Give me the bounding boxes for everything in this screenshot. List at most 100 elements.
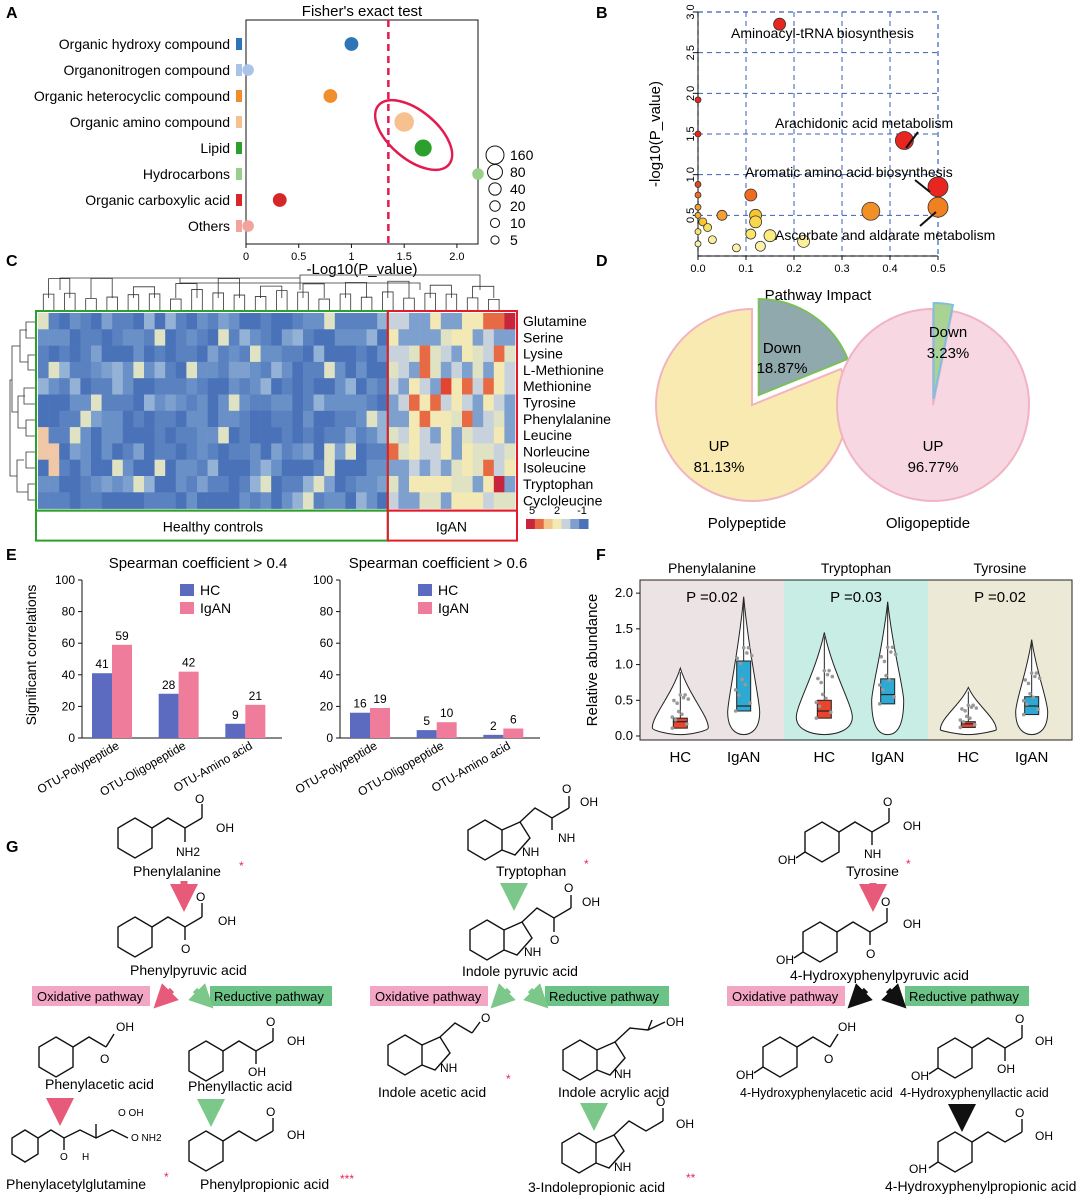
heatmap-cell — [112, 361, 124, 379]
heatmap-cell — [483, 361, 495, 379]
dendrogram-branch — [170, 298, 182, 311]
heatmap-cell — [59, 329, 71, 346]
jitter-point — [887, 678, 892, 683]
heatmap-cell — [356, 329, 367, 346]
x-tick-label: 2.0 — [449, 251, 464, 263]
heatmap-cell — [451, 410, 463, 428]
heatmap-cell — [493, 427, 505, 444]
heatmap-cell — [409, 410, 420, 428]
jitter-point — [890, 645, 895, 650]
heatmap-cell — [472, 394, 484, 412]
heatmap-cell — [250, 410, 261, 428]
heatmap-cell — [440, 378, 452, 395]
phenylpropionic-sig: *** — [340, 1172, 354, 1186]
heatmap-cell — [377, 329, 389, 346]
heatmap-cell — [112, 410, 124, 428]
panel-letter-d: D — [596, 253, 608, 270]
heatmap-cell — [462, 459, 473, 477]
heatmap-cell — [334, 459, 346, 477]
heatmap-cell — [334, 394, 346, 412]
heatmap-cell — [419, 410, 431, 428]
row-label: Lysine — [523, 346, 563, 362]
heatmap-cell — [440, 345, 452, 363]
heatmap-cell — [186, 410, 198, 428]
struct-label: O — [866, 947, 875, 961]
heatmap-cell — [80, 345, 92, 363]
heatmap-cell — [175, 378, 187, 395]
bar — [503, 728, 524, 738]
heatmap-cell — [91, 329, 102, 346]
indole-acrylic-label: Indole acrylic acid — [558, 1084, 669, 1100]
heatmap-cell — [175, 394, 187, 412]
heatmap-cell — [80, 410, 92, 428]
heatmap-cell — [175, 443, 187, 460]
heatmap-cell — [504, 492, 516, 509]
heatmap-cell — [250, 361, 261, 379]
heatmap-cell — [239, 313, 251, 330]
heatmap-cell — [483, 427, 495, 444]
heatmap-cell — [207, 394, 219, 412]
data-point — [694, 228, 702, 236]
heatmap-cell — [218, 410, 230, 428]
heatmap-cell — [303, 378, 314, 395]
jitter-point — [830, 674, 835, 679]
heatmap-cell — [69, 394, 81, 412]
struct-label: NH — [558, 831, 575, 845]
heatmap-cell — [409, 361, 420, 379]
heatmap-cell — [493, 476, 505, 493]
heatmap-cell — [218, 492, 230, 509]
data-point — [472, 168, 484, 180]
struct-label: O — [196, 890, 205, 904]
bar — [225, 723, 246, 738]
heatmap-cell — [292, 410, 304, 428]
y-axis-label: Relative abundance — [584, 594, 601, 727]
heatmap-cell — [154, 378, 166, 395]
heatmap-cell — [144, 394, 155, 412]
heatmap-cell — [419, 459, 431, 477]
heatmap-cell — [38, 410, 49, 428]
struct-label: H — [82, 1152, 89, 1163]
jitter-point — [881, 687, 885, 692]
struct-label: O — [266, 1105, 275, 1119]
dendrogram-branch — [133, 286, 155, 298]
indole-acetic-label: Indole acetic acid — [378, 1084, 486, 1100]
heatmap-cell — [430, 459, 442, 477]
heatmap-cell — [197, 476, 208, 493]
violin-panel-title: Tryptophan — [821, 560, 891, 576]
heatmap-cell — [239, 378, 251, 395]
heatmap-cell — [430, 492, 442, 509]
struct-label: OH — [909, 1162, 927, 1176]
y-tick-label: 0.5 — [685, 208, 697, 223]
heatmap-cell — [80, 459, 92, 477]
legend-label: HC — [438, 582, 458, 598]
y-tick-label: 100 — [313, 573, 333, 587]
legend-swatch — [418, 584, 432, 596]
heatmap-cell — [218, 459, 230, 477]
heatmap-cell — [472, 345, 484, 363]
heatmap-cell — [154, 394, 166, 412]
heatmap-cell — [154, 492, 166, 509]
jitter-point — [680, 712, 684, 717]
pie-slice-down — [932, 302, 955, 400]
jitter-point — [749, 653, 754, 658]
heatmap-cell — [69, 378, 81, 395]
heatmap-cell — [48, 313, 60, 330]
heatmap-cell — [59, 459, 71, 477]
struct-label: O — [1015, 1106, 1024, 1120]
heatmap-cell — [69, 329, 81, 346]
heatmap-cell — [239, 459, 251, 477]
data-point — [745, 228, 757, 240]
x-tick-label: 1 — [348, 251, 354, 263]
heatmap-cell — [133, 443, 145, 460]
heatmap-cell — [387, 329, 399, 346]
struct-label: O — [181, 942, 190, 956]
heatmap-cell — [228, 345, 240, 363]
heatmap-cell — [271, 313, 283, 330]
heatmap-cell — [387, 361, 399, 379]
jitter-point — [972, 722, 977, 727]
heatmap-cell — [462, 313, 473, 330]
size-legend-circle — [490, 235, 500, 245]
jitter-point — [745, 651, 749, 655]
heatmap-cell — [80, 443, 92, 460]
